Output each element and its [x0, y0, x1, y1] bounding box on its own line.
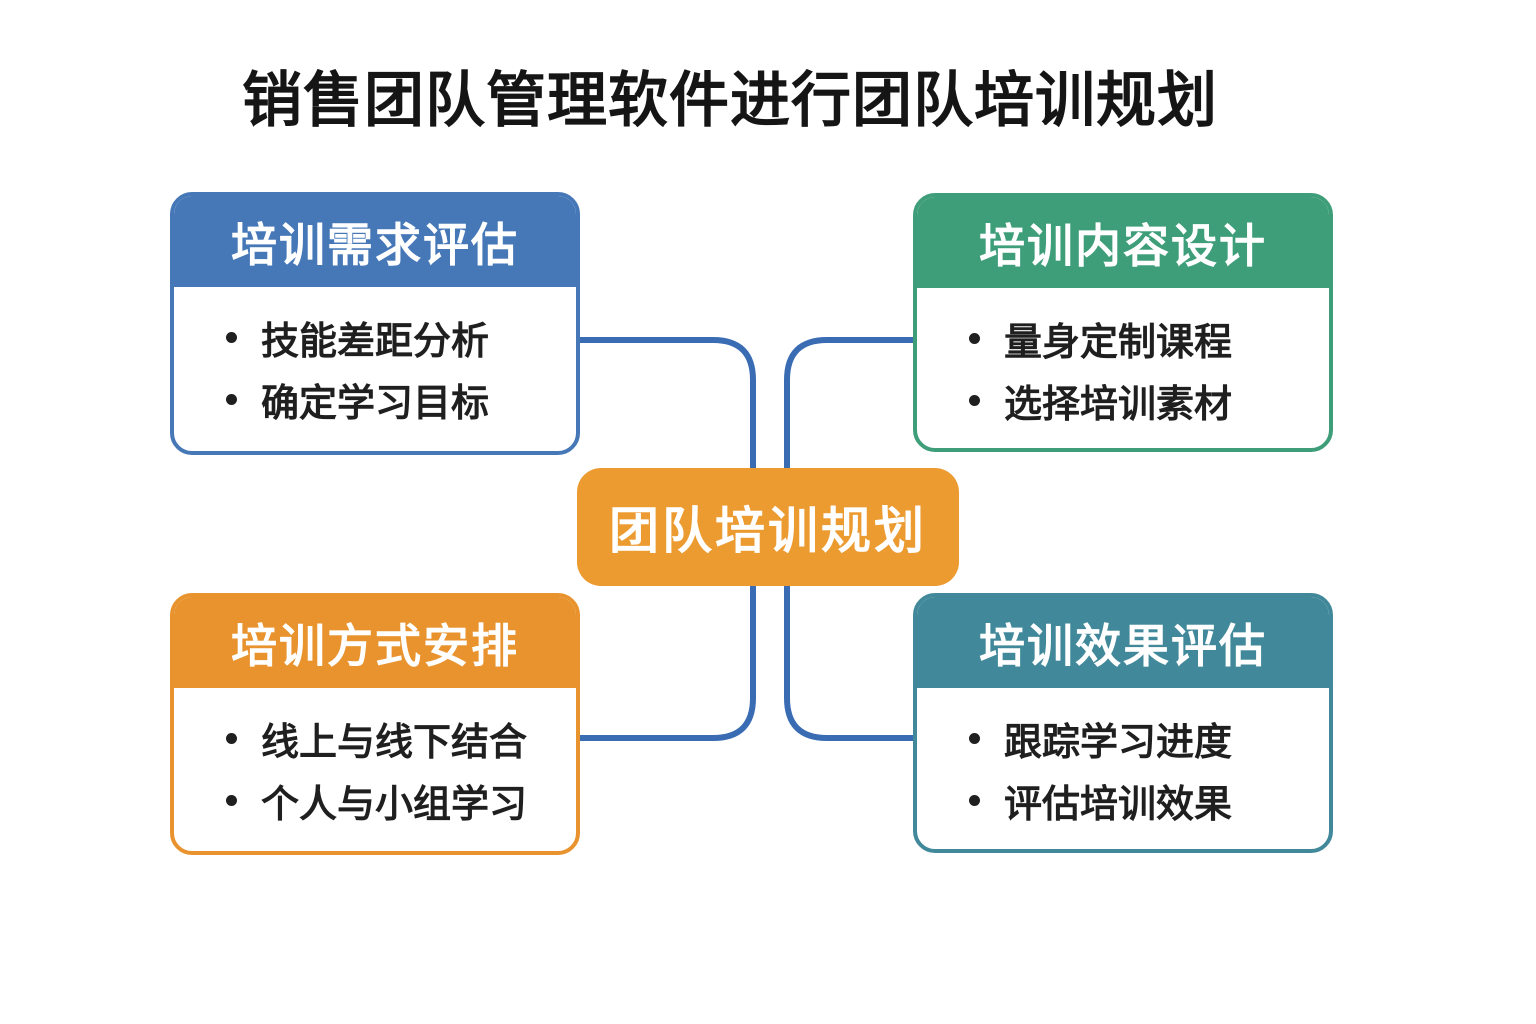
- bullet-label: 评估培训效果: [1004, 783, 1233, 826]
- center-node-team-training-plan: 团队培训规划: [577, 468, 959, 586]
- node-training-effect-evaluation: 培训效果评估 跟踪学习进度 评估培训效果: [913, 593, 1333, 853]
- bullet-item: 量身定制课程: [969, 318, 1319, 364]
- bullet-dot-icon: [969, 794, 980, 806]
- bullet-item: 评估培训效果: [969, 780, 1319, 826]
- bullet-label: 跟踪学习进度: [1004, 721, 1233, 764]
- bullet-label: 个人与小组学习: [261, 783, 528, 826]
- node-header: 培训需求评估: [174, 196, 576, 287]
- bullet-dot-icon: [969, 394, 980, 406]
- node-training-content-design: 培训内容设计 量身定制课程 选择培训素材: [913, 193, 1333, 452]
- node-body: 线上与线下结合 个人与小组学习: [174, 688, 576, 826]
- bullet-dot-icon: [226, 732, 237, 744]
- bullet-dot-icon: [226, 794, 237, 806]
- node-title: 培训需求评估: [231, 218, 519, 271]
- bullet-dot-icon: [969, 332, 980, 344]
- page-title: 销售团队管理软件进行团队培训规划: [242, 67, 1218, 134]
- node-training-method-arrangement: 培训方式安排 线上与线下结合 个人与小组学习: [170, 593, 580, 855]
- node-header: 培训效果评估: [917, 597, 1329, 688]
- bullet-label: 技能差距分析: [261, 320, 490, 363]
- bullet-label: 量身定制课程: [1004, 321, 1233, 364]
- node-header: 培训方式安排: [174, 597, 576, 688]
- node-title: 培训方式安排: [231, 619, 519, 672]
- node-body: 量身定制课程 选择培训素材: [917, 288, 1329, 426]
- bullet-item: 确定学习目标: [226, 379, 566, 425]
- node-body: 跟踪学习进度 评估培训效果: [917, 688, 1329, 826]
- bullet-dot-icon: [226, 393, 237, 405]
- bullet-dot-icon: [969, 732, 980, 744]
- node-body: 技能差距分析 确定学习目标: [174, 287, 576, 425]
- bullet-dot-icon: [226, 331, 237, 343]
- bullet-item: 线上与线下结合: [226, 718, 566, 764]
- bullet-label: 选择培训素材: [1004, 383, 1233, 426]
- node-title: 培训内容设计: [979, 219, 1267, 272]
- bullet-label: 确定学习目标: [261, 382, 490, 425]
- bullet-item: 技能差距分析: [226, 317, 566, 363]
- bullet-label: 线上与线下结合: [261, 721, 528, 764]
- node-header: 培训内容设计: [917, 197, 1329, 288]
- bullet-item: 选择培训素材: [969, 380, 1319, 426]
- bullet-item: 跟踪学习进度: [969, 718, 1319, 764]
- bullet-item: 个人与小组学习: [226, 780, 566, 826]
- center-node-label: 团队培训规划: [609, 503, 927, 559]
- node-title: 培训效果评估: [979, 619, 1267, 672]
- node-training-needs-assessment: 培训需求评估 技能差距分析 确定学习目标: [170, 192, 580, 455]
